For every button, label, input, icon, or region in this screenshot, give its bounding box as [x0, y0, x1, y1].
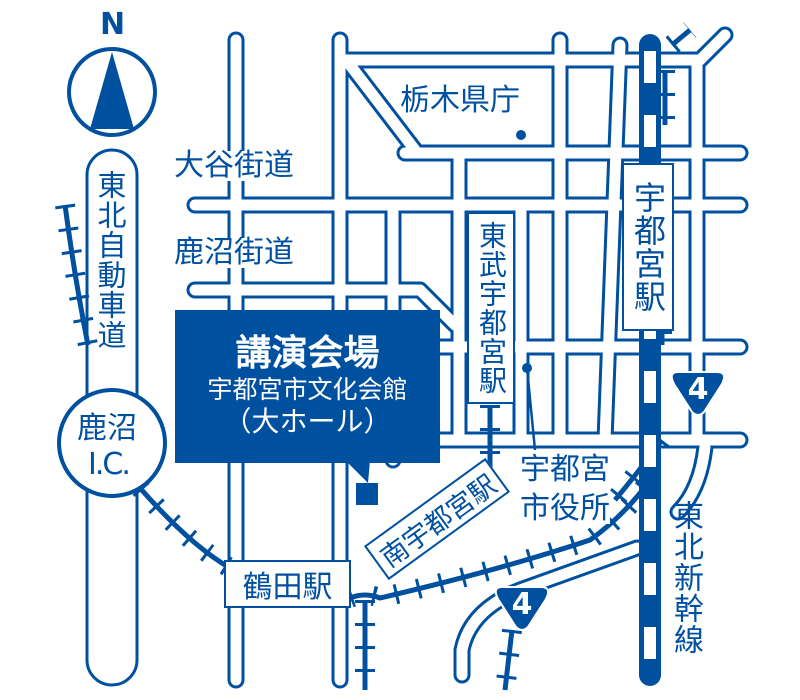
- shinkansen-label: 東北新幹線: [668, 500, 703, 655]
- railway-line: [62, 204, 91, 346]
- venue-name: 宇都宮市文化会館: [207, 374, 408, 404]
- route-shield-number: 4: [687, 372, 709, 407]
- tobu-utsunomiya-station-label: 東武宇都宮駅: [475, 221, 508, 395]
- venue-title: 講演会場: [235, 333, 380, 375]
- venue-location-marker: [356, 483, 378, 505]
- tsuruta-station-box: 鶴田駅: [224, 560, 351, 608]
- road: [456, 542, 643, 681]
- tsuruta-station-label: 鶴田駅: [242, 570, 333, 605]
- railway-line: [138, 486, 232, 571]
- venue-hall: （大ホール）: [223, 405, 392, 439]
- prefecture-office-label: 栃木県庁: [400, 83, 520, 118]
- venue-pointer: [345, 460, 370, 483]
- city-hall-label-2: 市役所: [520, 491, 610, 526]
- interchange-marker: [57, 388, 167, 498]
- oya-kaido-label: 大谷街道: [174, 148, 294, 183]
- kanuma-kaido-label: 鹿沼街道: [174, 235, 294, 270]
- utsunomiya-station-label: 宇都宮駅: [629, 181, 667, 313]
- north-compass-icon: [67, 47, 157, 137]
- expressway-label: 東北自動車道: [93, 170, 127, 350]
- railways: [55, 22, 697, 692]
- railway-line: [670, 28, 692, 47]
- route-4-shield-icon: [670, 371, 726, 416]
- prefecture-office-marker: [516, 130, 526, 140]
- railway-line: [502, 629, 515, 691]
- interchange-label-1: 鹿沼: [77, 411, 137, 446]
- utsunomiya-station-box: 宇都宮駅: [622, 163, 674, 331]
- tobu-utsunomiya-station-box: 東武宇都宮駅: [467, 212, 515, 404]
- road: [599, 39, 626, 446]
- route-shield-number: 4: [511, 587, 533, 622]
- route-4-shield-icon: [494, 586, 550, 631]
- city-hall-leader-line: [525, 367, 537, 451]
- road: [189, 284, 461, 331]
- city-hall-label-1: 宇都宮: [520, 452, 610, 487]
- road: [344, 59, 421, 156]
- venue-callout: 講演会場 宇都宮市文化会館 （大ホール）: [175, 310, 440, 463]
- railway-ties: [607, 434, 671, 507]
- railway-line: [349, 478, 653, 601]
- road: [672, 441, 711, 518]
- interchange-label-2: I.C.: [88, 447, 131, 482]
- compass-north-label: N: [100, 7, 126, 42]
